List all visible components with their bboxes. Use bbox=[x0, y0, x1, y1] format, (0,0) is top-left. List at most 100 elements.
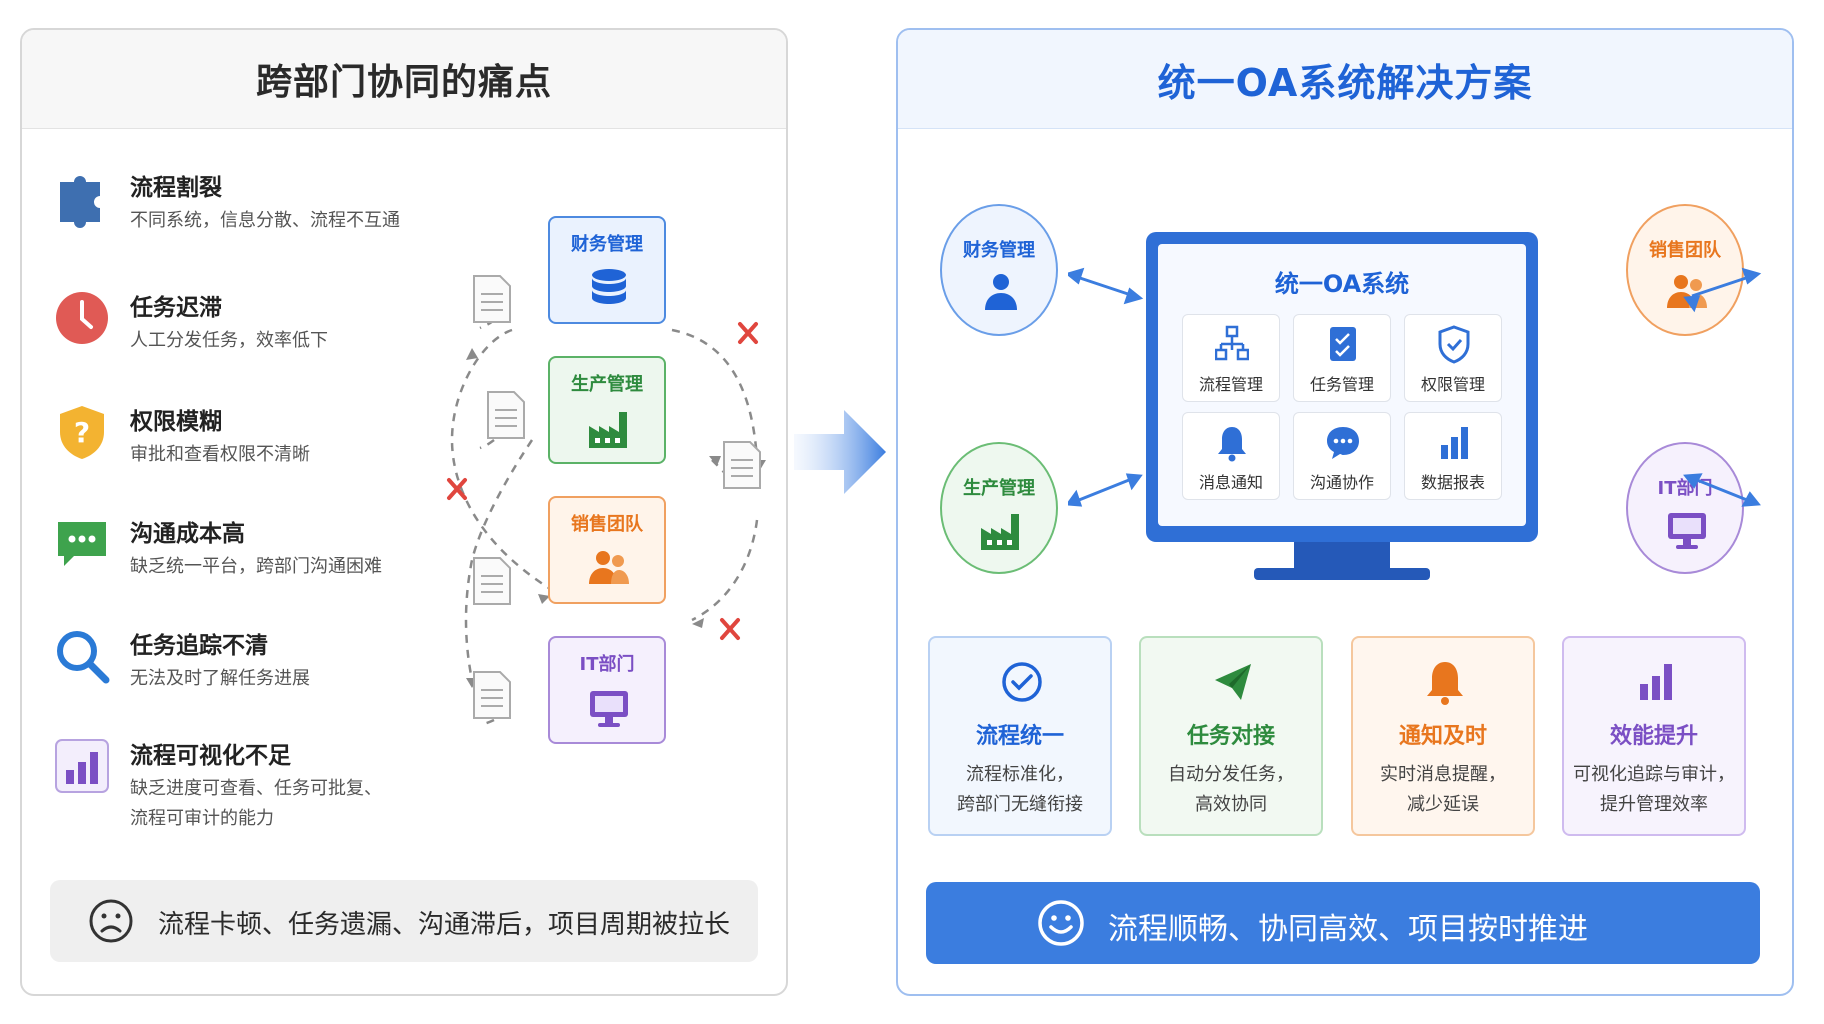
module-label: 流程管理 bbox=[1198, 375, 1263, 394]
document-icon bbox=[487, 391, 525, 439]
dept-circle-it: IT部门 bbox=[1626, 442, 1744, 574]
bar-chart-icon bbox=[55, 739, 109, 793]
pain-title: 流程割裂 bbox=[130, 175, 222, 201]
factory-icon bbox=[589, 412, 627, 448]
document-icon bbox=[473, 557, 511, 605]
pain-desc: 无法及时了解任务进展 bbox=[130, 668, 310, 689]
benefit-desc: 可视化追踪与审计， 提升管理效率 bbox=[1564, 760, 1744, 820]
pain-desc: 不同系统，信息分散、流程不互通 bbox=[130, 210, 400, 231]
shield-check-icon bbox=[1438, 325, 1470, 364]
module-label: 消息通知 bbox=[1198, 473, 1263, 492]
monitor-icon bbox=[1668, 513, 1706, 549]
dept-box-it: IT部门 bbox=[548, 636, 666, 744]
dept-label: 财务管理 bbox=[963, 240, 1035, 261]
solution-title: 统一OA系统解决方案 bbox=[1157, 60, 1533, 105]
system-title: 统一OA系统 bbox=[1274, 270, 1410, 298]
benefit-desc-line: 跨部门无缝衔接 bbox=[957, 794, 1083, 815]
pain-points-panel: 跨部门协同的痛点 流程割裂 不同系统，信息分散、流程不互通 任务迟滞 人工分发任… bbox=[20, 28, 788, 996]
dept-circle-production: 生产管理 bbox=[940, 442, 1058, 574]
benefit-desc-line: 提升管理效率 bbox=[1600, 794, 1708, 815]
benefit-desc-line: 可视化追踪与审计， bbox=[1573, 764, 1735, 785]
benefit-desc: 实时消息提醒， 减少延误 bbox=[1353, 760, 1533, 820]
pain-points-title: 跨部门协同的痛点 bbox=[255, 62, 552, 103]
bell-icon bbox=[1218, 427, 1246, 462]
pain-summary-text: 流程卡顿、任务遗漏、沟通滞后，项目周期被拉长 bbox=[158, 910, 731, 940]
module-label: 权限管理 bbox=[1420, 375, 1485, 394]
puzzle-icon bbox=[60, 176, 100, 228]
dept-label: 销售团队 bbox=[1649, 240, 1721, 261]
benefit-card-timely-notice: 通知及时 实时消息提醒， 减少延误 bbox=[1351, 636, 1535, 836]
benefit-desc-line: 流程标准化， bbox=[966, 764, 1074, 785]
pain-desc: 审批和查看权限不清晰 bbox=[130, 444, 310, 465]
dept-circle-sales: 销售团队 bbox=[1626, 204, 1744, 336]
pain-desc: 人工分发任务，效率低下 bbox=[130, 330, 328, 351]
pain-summary-bar: 流程卡顿、任务遗漏、沟通滞后，项目周期被拉长 bbox=[50, 880, 758, 962]
transition-arrow-icon bbox=[794, 410, 886, 494]
benefit-desc-line: 实时消息提醒， bbox=[1380, 764, 1506, 785]
dept-circle-finance: 财务管理 bbox=[940, 204, 1058, 336]
monitor-icon bbox=[590, 691, 628, 727]
person-icon bbox=[985, 274, 1017, 310]
pain-title: 权限模糊 bbox=[130, 409, 222, 435]
dept-label: 生产管理 bbox=[963, 478, 1035, 499]
module-label: 数据报表 bbox=[1420, 473, 1485, 492]
module-label: 任务管理 bbox=[1309, 375, 1374, 394]
monitor-neck bbox=[1294, 542, 1390, 568]
dept-label: 销售团队 bbox=[571, 514, 643, 535]
magnifier-icon bbox=[57, 631, 110, 684]
panel-header: 统一OA系统解决方案 bbox=[898, 30, 1792, 129]
dept-label: 生产管理 bbox=[571, 374, 643, 395]
oa-system-monitor: 统一OA系统 流程管理 任务管理 权限管理 bbox=[1146, 232, 1538, 542]
benefit-title: 任务对接 bbox=[1186, 724, 1275, 749]
sad-face-icon bbox=[89, 899, 133, 943]
benefit-title: 效能提升 bbox=[1609, 724, 1698, 749]
pain-title: 流程可视化不足 bbox=[130, 743, 291, 769]
solution-summary-text: 流程顺畅、协同高效、项目按时推进 bbox=[1108, 912, 1588, 947]
factory-icon bbox=[981, 514, 1019, 550]
benefit-desc: 流程标准化， 跨部门无缝衔接 bbox=[930, 760, 1110, 820]
module-tile-permission: 权限管理 bbox=[1404, 314, 1502, 402]
database-icon bbox=[592, 269, 626, 304]
dept-box-production: 生产管理 bbox=[548, 356, 666, 464]
module-tile-process: 流程管理 bbox=[1182, 314, 1280, 402]
benefit-desc-line: 减少延误 bbox=[1407, 794, 1479, 815]
benefit-desc-line: 高效协同 bbox=[1195, 794, 1267, 815]
paper-plane-icon bbox=[1215, 664, 1251, 700]
smile-face-icon bbox=[1038, 900, 1084, 946]
module-tile-task: 任务管理 bbox=[1293, 314, 1391, 402]
pain-title: 任务追踪不清 bbox=[130, 633, 268, 659]
chat-icon bbox=[58, 522, 106, 566]
panel-header: 跨部门协同的痛点 bbox=[22, 30, 786, 129]
solution-summary-bar: 流程顺畅、协同高效、项目按时推进 bbox=[926, 882, 1760, 964]
module-tile-notification: 消息通知 bbox=[1182, 412, 1280, 500]
module-tile-collaboration: 沟通协作 bbox=[1293, 412, 1391, 500]
svg-text:?: ? bbox=[74, 416, 90, 449]
benefit-title: 通知及时 bbox=[1398, 724, 1487, 749]
dept-box-finance: 财务管理 bbox=[548, 216, 666, 324]
shield-question-icon: ? bbox=[60, 406, 104, 459]
document-icon bbox=[473, 671, 511, 719]
benefit-card-efficiency: 效能提升 可视化追踪与审计， 提升管理效率 bbox=[1562, 636, 1746, 836]
monitor-screen: 统一OA系统 流程管理 任务管理 权限管理 bbox=[1158, 244, 1526, 526]
dept-label: 财务管理 bbox=[571, 234, 643, 255]
bar-chart-icon bbox=[1640, 664, 1672, 700]
document-icon bbox=[723, 441, 761, 489]
pain-title: 沟通成本高 bbox=[130, 521, 245, 547]
pain-desc: 缺乏统一平台，跨部门沟通困难 bbox=[130, 556, 382, 577]
check-circle-icon bbox=[1002, 662, 1042, 702]
dept-label: IT部门 bbox=[579, 654, 635, 675]
benefit-card-task-handoff: 任务对接 自动分发任务， 高效协同 bbox=[1139, 636, 1323, 836]
org-chart-icon bbox=[1215, 325, 1249, 361]
dept-box-sales: 销售团队 bbox=[548, 496, 666, 604]
module-tile-reports: 数据报表 bbox=[1404, 412, 1502, 500]
clock-icon bbox=[56, 292, 108, 344]
document-icon bbox=[473, 275, 511, 323]
dept-label: IT部门 bbox=[1657, 478, 1713, 499]
bar-chart-icon bbox=[1441, 427, 1468, 459]
pain-desc: 缺乏进度可查看、任务可批复、流程可审计的能力 bbox=[130, 778, 382, 829]
checklist-icon bbox=[1330, 327, 1356, 361]
module-label: 沟通协作 bbox=[1309, 473, 1374, 492]
team-icon bbox=[589, 551, 629, 584]
chat-bubble-icon bbox=[1327, 427, 1359, 459]
benefit-card-process-unified: 流程统一 流程标准化， 跨部门无缝衔接 bbox=[928, 636, 1112, 836]
